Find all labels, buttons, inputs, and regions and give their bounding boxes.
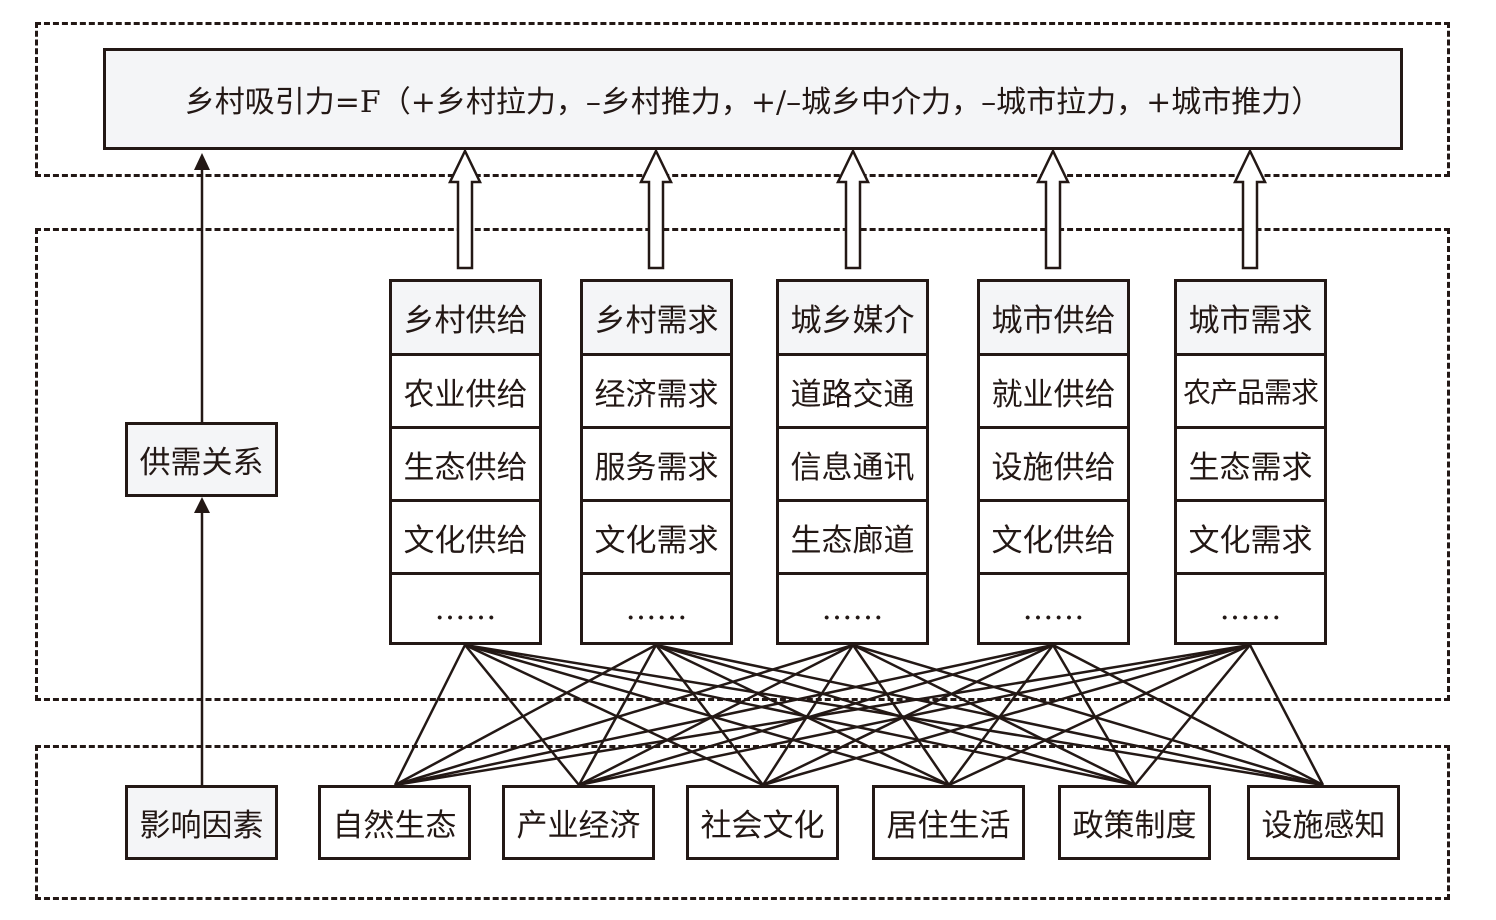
column-item: 就业供给 (991, 376, 1116, 413)
column-item: 农产品需求 (1182, 376, 1319, 409)
column-item: 文化供给 (403, 522, 528, 559)
column-rural-supply: 乡村供给 农业供给 生态供给 文化供给 …… (389, 279, 542, 645)
column-rural-demand: 乡村需求 经济需求 服务需求 文化需求 …… (580, 279, 733, 645)
column-item: …… (821, 590, 884, 627)
column-item: 信息通讯 (790, 449, 915, 486)
column-header: 城市供给 (980, 282, 1127, 353)
factor-column-link (464, 643, 764, 787)
column-item: 文化需求 (1188, 522, 1313, 559)
column-item: 设施供给 (991, 449, 1116, 486)
column-urban-supply: 城市供给 就业供给 设施供给 文化供给 …… (977, 279, 1130, 645)
column-header: 乡村需求 (583, 282, 730, 353)
factor-column-link (464, 643, 950, 787)
column-item: 文化供给 (991, 522, 1116, 559)
factor-column-link (948, 643, 1251, 787)
factor-column-link (851, 644, 951, 786)
column-item: 服务需求 (594, 449, 719, 486)
hollow-up-arrow (836, 148, 870, 270)
factor-column-link (947, 644, 1055, 786)
column-item: 生态供给 (403, 449, 528, 486)
column-item: 文化需求 (594, 522, 719, 559)
factor-column-link (655, 643, 1324, 787)
factor-column-link (852, 643, 1324, 787)
column-urban-demand: 城市需求 农产品需求 生态需求 文化需求 …… (1174, 279, 1327, 645)
factor-column-link (762, 643, 1251, 787)
factor-column-link (578, 643, 854, 787)
factor-column-link (577, 644, 658, 786)
column-item: 道路交通 (790, 376, 915, 413)
factor-column-link (761, 644, 855, 786)
layer-supply-demand (35, 228, 1450, 701)
factor-column-link (655, 643, 1136, 787)
hollow-up-arrow (1233, 148, 1267, 270)
column-header: 乡村供给 (392, 282, 539, 353)
hollow-up-arrow (448, 148, 482, 270)
layer-attraction (35, 22, 1450, 177)
hollow-up-arrow (1036, 148, 1070, 270)
column-item: …… (1022, 590, 1085, 627)
layer-factors (35, 745, 1450, 900)
column-header: 城乡媒介 (779, 282, 926, 353)
column-item: 生态需求 (1188, 449, 1313, 486)
column-urban-rural-medium: 城乡媒介 道路交通 信息通讯 生态廊道 …… (776, 279, 929, 645)
column-item: …… (434, 590, 497, 627)
factor-column-link (852, 643, 1136, 787)
factor-column-link (1051, 644, 1137, 786)
factor-column-link (762, 643, 1054, 787)
factor-facility-perception: 设施感知 (1247, 785, 1400, 860)
factor-policy-institution: 政策制度 (1058, 785, 1211, 860)
arrowhead (194, 497, 210, 513)
formula-text: 乡村吸引力=F（+乡村拉力，–乡村推力，+/–城乡中介力，–城市拉力，+城市推力… (184, 85, 1322, 120)
factor-column-link (655, 644, 764, 786)
formula-box: 乡村吸引力=F（+乡村拉力，–乡村推力，+/–城乡中介力，–城市拉力，+城市推力… (103, 48, 1403, 150)
factor-column-link (394, 643, 1251, 787)
factor-column-link (394, 643, 657, 787)
supply-demand-relation-box: 供需关系 (125, 422, 278, 497)
column-item: 经济需求 (594, 376, 719, 413)
factor-column-link (464, 644, 580, 786)
arrowhead (194, 153, 210, 170)
factor-column-link (655, 643, 950, 787)
factor-residential-life: 居住生活 (872, 785, 1025, 860)
factor-column-link (394, 643, 854, 787)
column-item: 生态廊道 (790, 522, 915, 559)
factor-industrial-economy: 产业经济 (502, 785, 655, 860)
factor-natural-ecology: 自然生态 (318, 785, 471, 860)
factor-column-link (1052, 643, 1324, 787)
factor-column-link (393, 644, 467, 786)
hollow-up-arrow (639, 148, 673, 270)
influence-factors-label: 影响因素 (139, 808, 264, 844)
column-header: 城市需求 (1177, 282, 1324, 353)
column-item: …… (1219, 590, 1282, 627)
factor-column-link (578, 643, 1251, 787)
factor-column-link (1134, 644, 1251, 786)
factor-column-link (394, 643, 1054, 787)
column-item: 农业供给 (403, 376, 528, 413)
influence-factors-box: 影响因素 (125, 785, 278, 860)
factor-social-culture: 社会文化 (686, 785, 839, 860)
column-item: …… (625, 590, 688, 627)
supply-demand-relation-label: 供需关系 (139, 445, 264, 481)
factor-column-link (1248, 644, 1325, 786)
